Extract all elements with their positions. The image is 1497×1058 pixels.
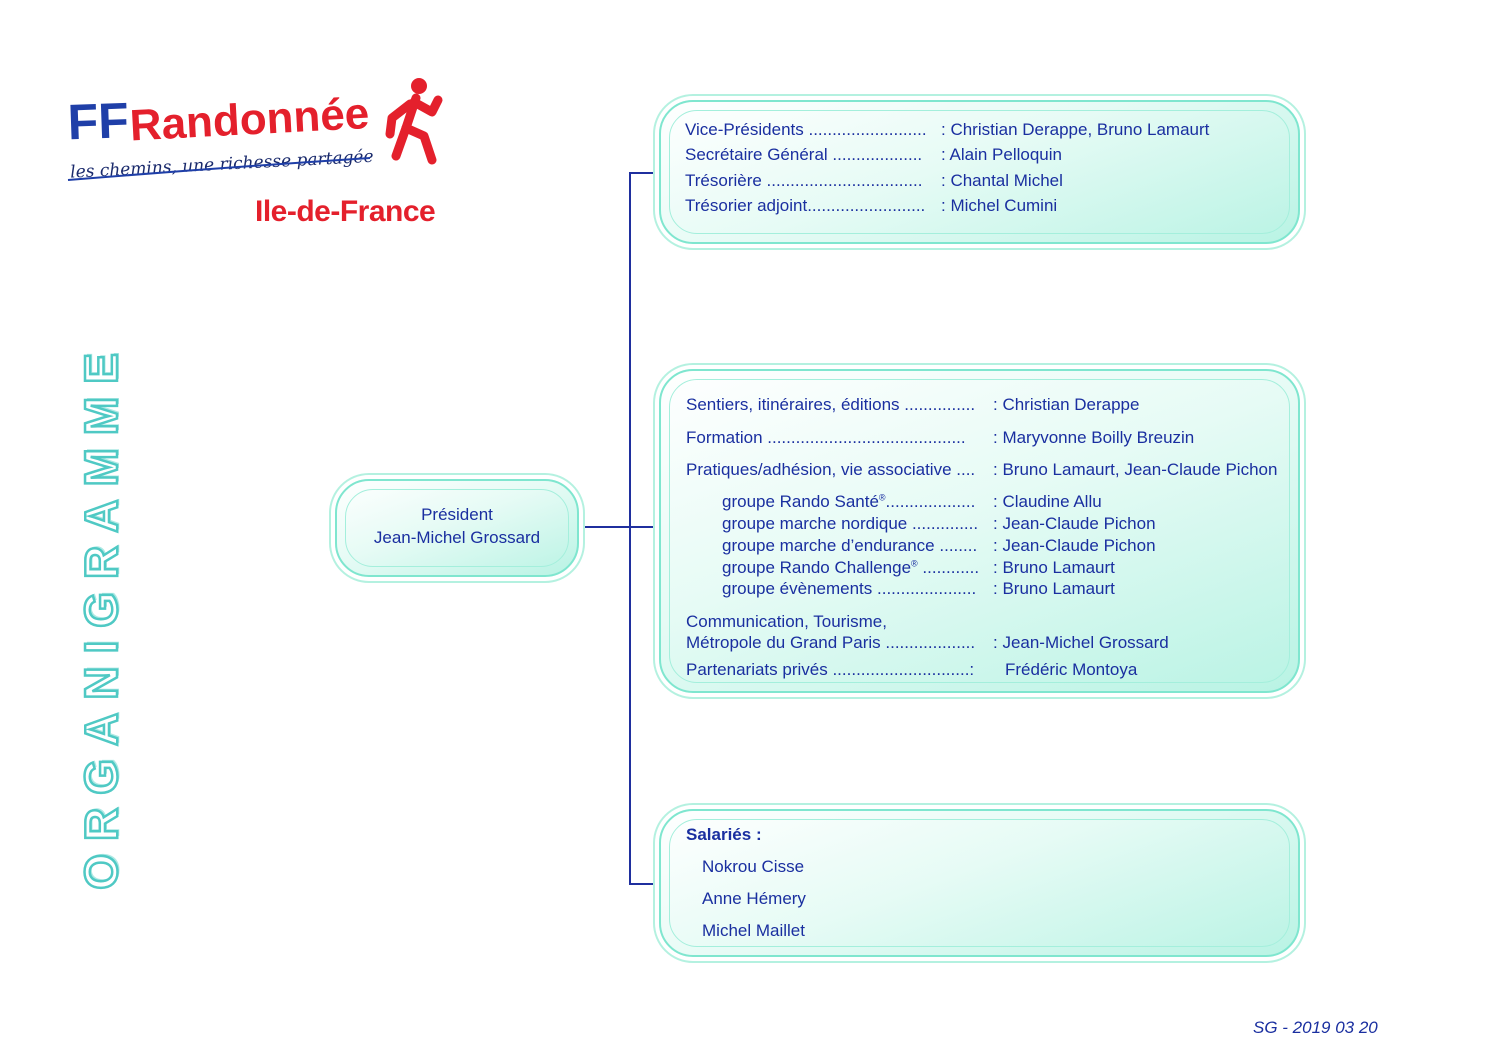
salaries-heading: Salariés : bbox=[686, 825, 762, 844]
president-role: Président bbox=[421, 505, 493, 524]
groupe-label: groupe marche nordique .............. bbox=[722, 514, 979, 533]
bureau-value: : Alain Pelloquin bbox=[941, 145, 1062, 164]
commissions-box: Sentiers, itinéraires, éditions ........… bbox=[659, 369, 1300, 693]
groupe-value: : Jean-Claude Pichon bbox=[993, 514, 1156, 533]
commission-label: Sentiers, itinéraires, éditions ........… bbox=[686, 395, 976, 414]
salarie-name: Anne Hémery bbox=[702, 889, 806, 908]
connector-trunk-vertical bbox=[629, 172, 631, 885]
region-name: Ile-de-France bbox=[255, 195, 436, 228]
groupe-label: groupe évènements ..................... bbox=[722, 579, 977, 598]
commission-label: Métropole du Grand Paris ...............… bbox=[686, 633, 976, 652]
bureau-label: Secrétaire Général ................... bbox=[685, 145, 923, 164]
groupe-label: groupe Rando Santé®................... bbox=[722, 492, 976, 511]
commission-value: : Maryvonne Boilly Breuzin bbox=[993, 428, 1195, 447]
salarie-name: Nokrou Cisse bbox=[702, 857, 805, 876]
registered-mark: ® bbox=[911, 558, 918, 569]
commission-label: Pratiques/adhésion, vie associative .... bbox=[686, 460, 976, 479]
salarie-name: Michel Maillet bbox=[702, 921, 805, 940]
organigramme-title: ORGANIGRAMME bbox=[74, 339, 129, 891]
registered-mark: ® bbox=[878, 492, 886, 503]
groupe-label: groupe marche d’endurance ........ bbox=[722, 536, 978, 555]
connector-commissions bbox=[629, 526, 657, 528]
bureau-value: : Michel Cumini bbox=[941, 196, 1058, 215]
president-box: Président Jean-Michel Grossard bbox=[335, 479, 579, 577]
logo-brand-ff: FF bbox=[67, 92, 130, 150]
bureau-label: Trésorière .............................… bbox=[685, 171, 923, 190]
commission-label: Partenariats privés ....................… bbox=[686, 660, 975, 679]
groupe-value: : Claudine Allu bbox=[993, 492, 1102, 511]
connector-president-horizontal bbox=[577, 526, 629, 528]
walker-figure-icon bbox=[385, 78, 443, 165]
bureau-label: Vice-Présidents ........................… bbox=[685, 120, 927, 139]
commission-value: Frédéric Montoya bbox=[1005, 660, 1138, 679]
bureau-value: : Christian Derappe, Bruno Lamaurt bbox=[941, 120, 1210, 139]
connector-salaries bbox=[629, 883, 655, 885]
logo-tagline: les chemins, une richesse partagée bbox=[70, 147, 374, 183]
footer-reference: SG - 2019 03 20 bbox=[1253, 1018, 1378, 1037]
groupe-value: : Jean-Claude Pichon bbox=[993, 536, 1156, 555]
logo-brand-name: Randonnée bbox=[129, 89, 371, 150]
logo-graphic: FF Randonnée les chemins, une richesse p… bbox=[67, 78, 443, 183]
connector-bureau bbox=[629, 172, 655, 174]
commission-label: Formation ..............................… bbox=[686, 428, 966, 447]
commission-label: Communication, Tourisme, bbox=[686, 612, 887, 631]
bureau-box: Vice-Présidents ........................… bbox=[659, 100, 1300, 244]
president-name: Jean-Michel Grossard bbox=[373, 528, 541, 547]
bureau-value: : Chantal Michel bbox=[941, 171, 1063, 190]
groupe-value: : Bruno Lamaurt bbox=[993, 558, 1115, 577]
groupe-value: : Bruno Lamaurt bbox=[993, 579, 1115, 598]
logo-tagline-underline bbox=[67, 157, 371, 181]
salaries-box: Salariés : Nokrou Cisse Anne Hémery Mich… bbox=[659, 809, 1300, 957]
commission-value: : Christian Derappe bbox=[993, 395, 1140, 414]
ffrandonnee-logo: FF Randonnée les chemins, une richesse p… bbox=[66, 72, 456, 242]
commission-value: : Jean-Michel Grossard bbox=[993, 633, 1169, 652]
bureau-label: Trésorier adjoint.......................… bbox=[685, 196, 926, 215]
groupe-label: groupe Rando Challenge® ............ bbox=[722, 558, 980, 577]
commission-value: : Bruno Lamaurt, Jean-Claude Pichon bbox=[993, 460, 1278, 479]
